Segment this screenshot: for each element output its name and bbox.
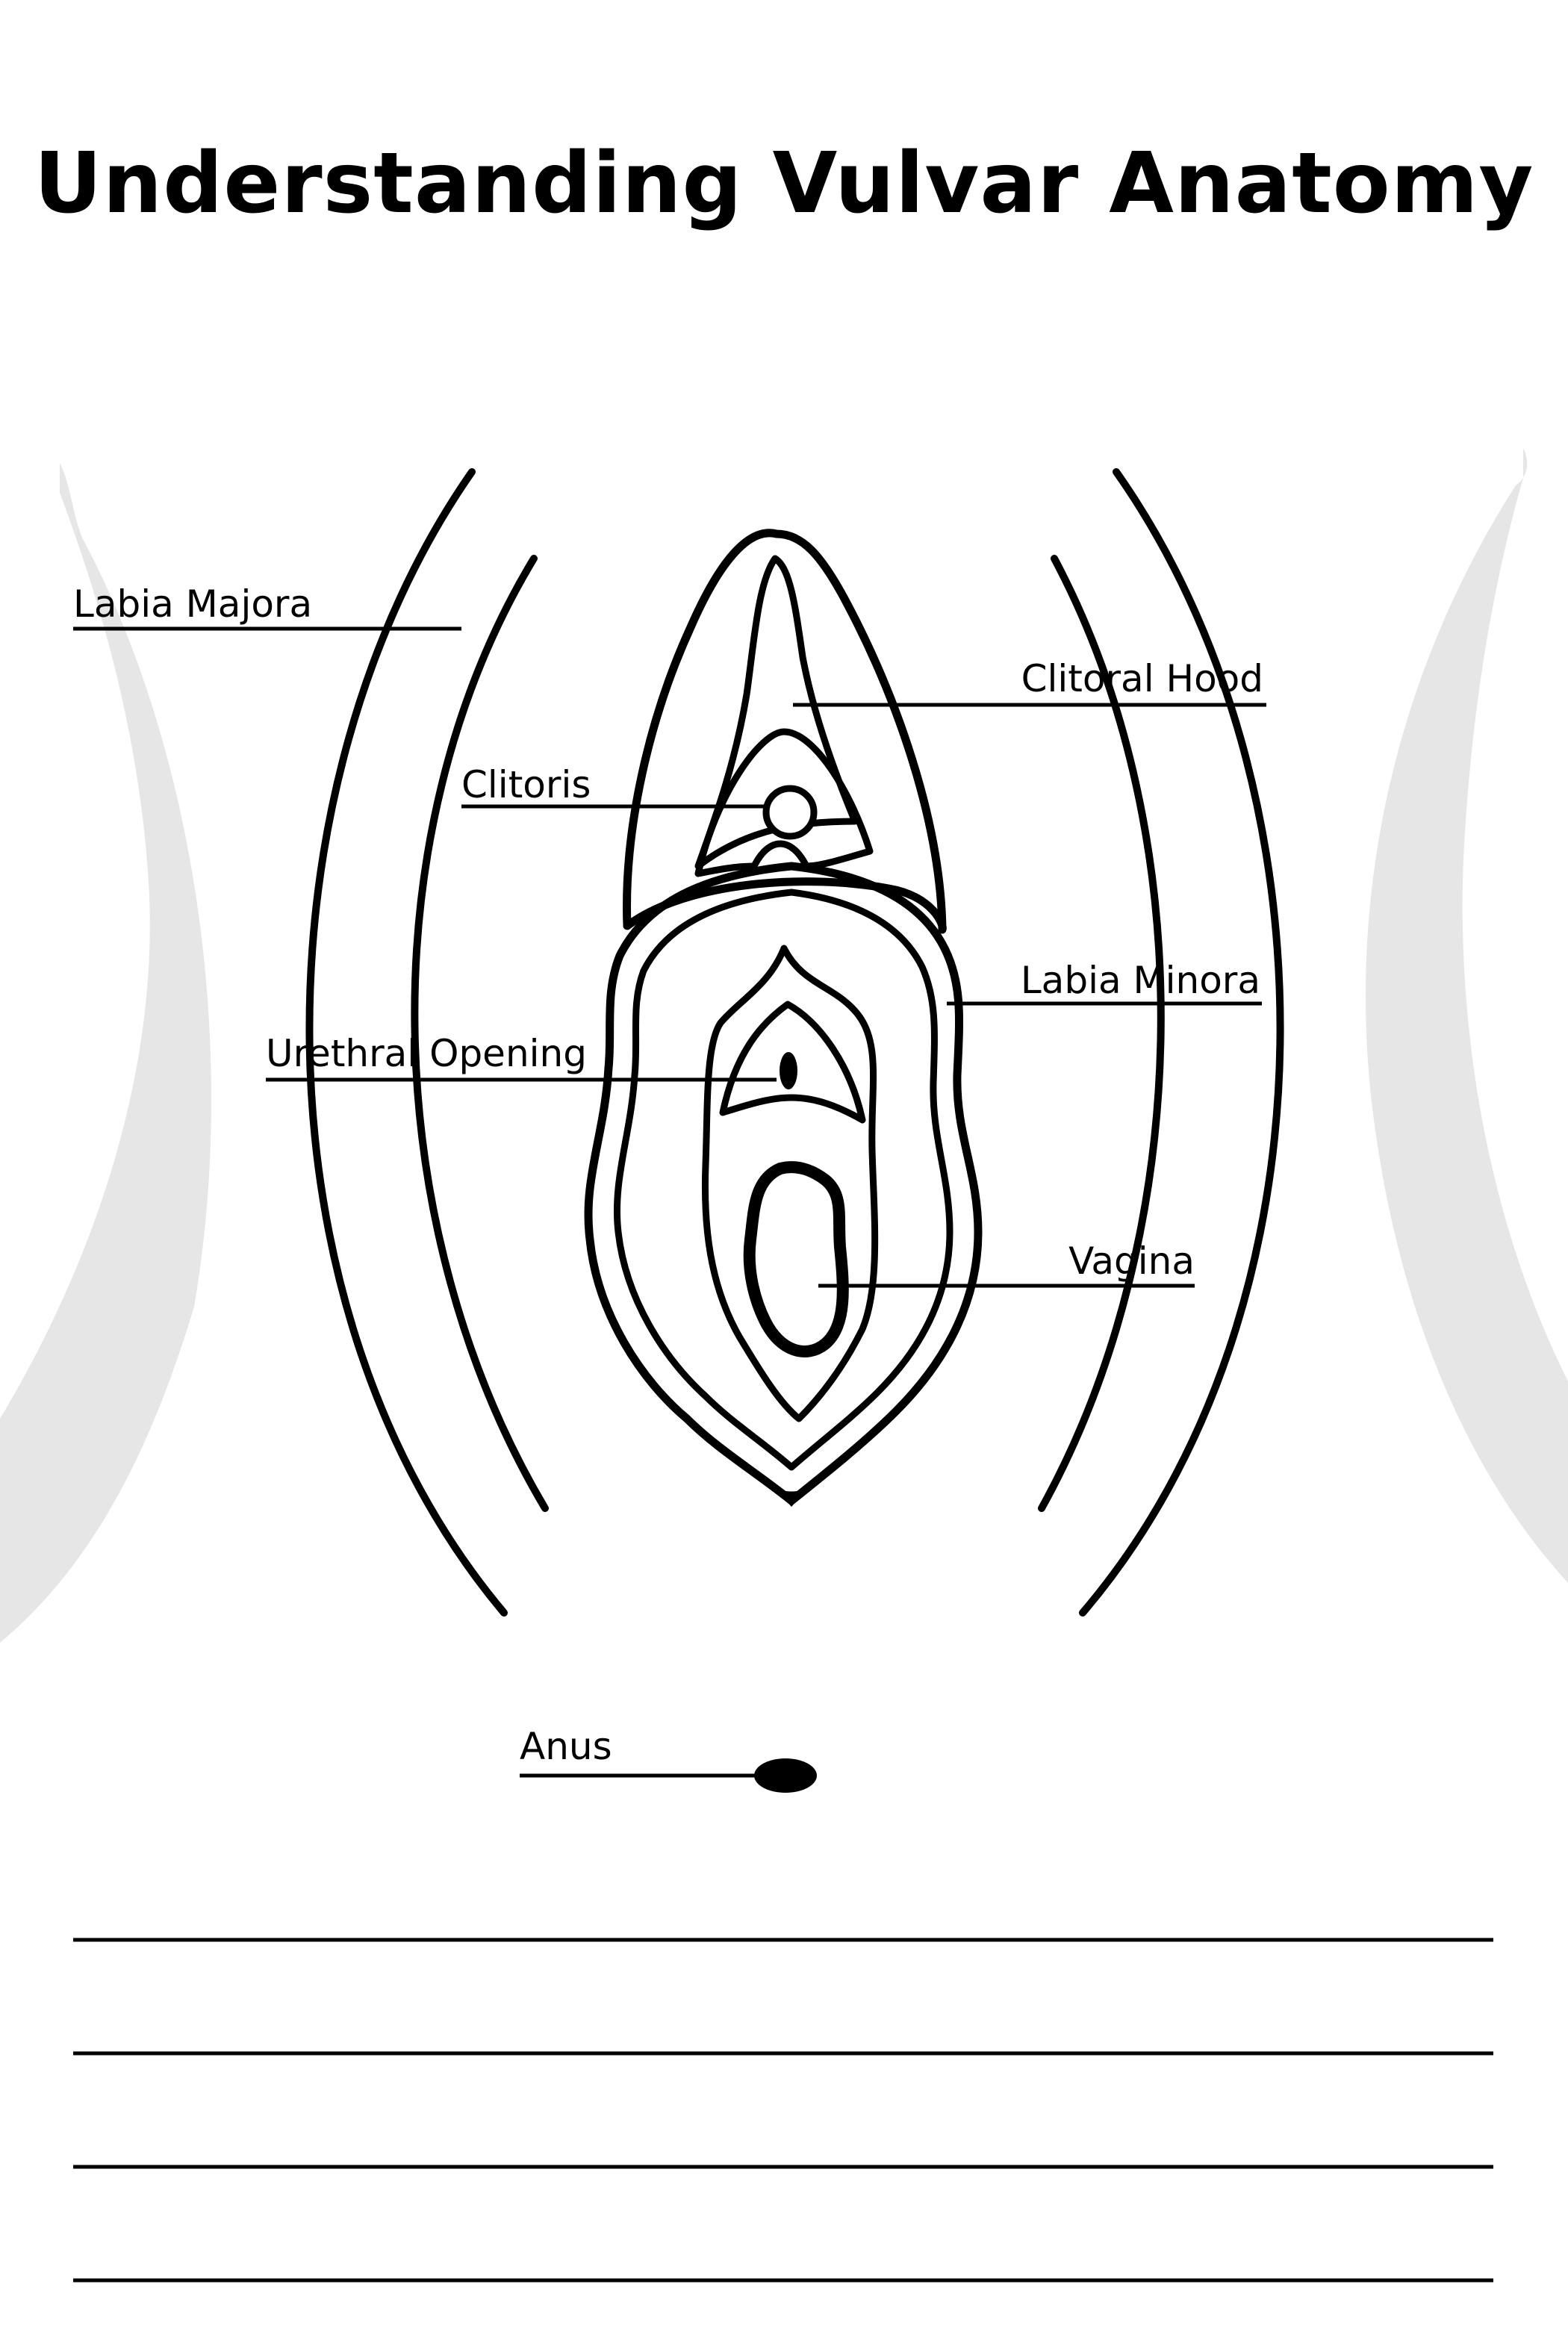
label-anus-text: Anus xyxy=(520,1725,612,1768)
left-inner-arc xyxy=(411,555,549,1512)
label-labia-majora-text: Labia Majora xyxy=(73,582,312,626)
urethral-opening-mark xyxy=(780,1052,797,1089)
label-clitoris: Clitoris xyxy=(461,763,769,809)
perineum-tip xyxy=(773,1486,810,1507)
label-clitoral-hood-text: Clitoral Hood xyxy=(1021,657,1263,700)
label-clitoris-text: Clitoris xyxy=(461,763,591,806)
background-body-silhouette xyxy=(0,448,1568,1643)
left-outer-arc xyxy=(305,468,508,1617)
labia-minora-inner xyxy=(613,889,953,1471)
clitoral-hood-inner xyxy=(694,555,859,870)
left-body-curve xyxy=(0,463,211,1643)
vestibule-inner xyxy=(719,1001,866,1124)
labia-majora-outlines xyxy=(305,468,1284,1617)
note-lines xyxy=(73,1938,1493,2283)
right-outer-arc xyxy=(1079,468,1284,1617)
vestibule-outer xyxy=(701,945,879,1422)
anus-mark xyxy=(754,1758,817,1793)
label-clitoral-hood: Clitoral Hood xyxy=(793,657,1266,707)
right-inner-arc xyxy=(1038,555,1165,1512)
label-urethral-opening: Urethral Opening xyxy=(266,1032,777,1082)
label-vagina: Vagina xyxy=(818,1239,1195,1288)
label-anus: Anus xyxy=(520,1725,759,1778)
label-labia-minora-text: Labia Minora xyxy=(1021,959,1260,1002)
label-urethral-opening-text: Urethral Opening xyxy=(266,1032,587,1075)
clitoral-hood-outer xyxy=(623,529,947,934)
page-title: Understanding Vulvar Anatomy xyxy=(34,135,1534,232)
label-labia-minora: Labia Minora xyxy=(947,959,1262,1006)
vulva-illustration xyxy=(584,529,983,1507)
label-vagina-text: Vagina xyxy=(1068,1239,1195,1283)
right-body-curve xyxy=(1365,448,1568,1583)
label-labia-majora: Labia Majora xyxy=(73,582,461,631)
vaginal-opening xyxy=(743,1161,849,1357)
hood-fold xyxy=(694,728,874,877)
clitoris-glans xyxy=(762,785,818,840)
